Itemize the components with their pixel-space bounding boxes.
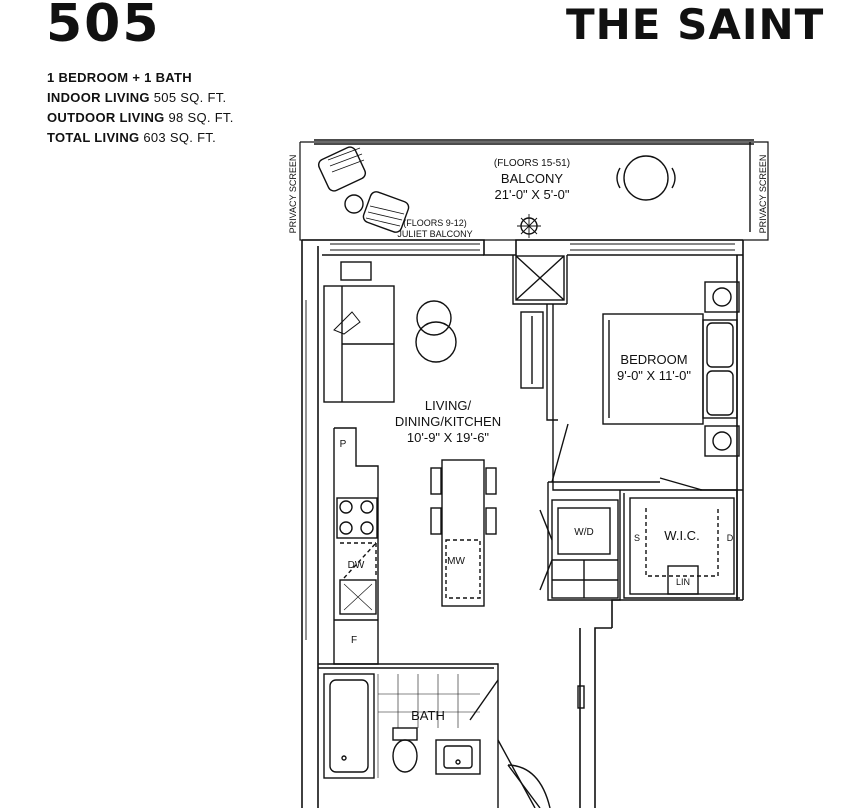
entry-door bbox=[507, 764, 541, 808]
interior-walls bbox=[318, 255, 743, 808]
indoor-living-spec: INDOOR LIVING 505 SQ. FT. bbox=[47, 90, 227, 105]
living-dims-label: 10'-9" X 19'-6" bbox=[407, 430, 490, 445]
balcony-table bbox=[616, 155, 676, 201]
juliet-balcony-label: JULIET BALCONY bbox=[397, 229, 472, 239]
drawer-label: D bbox=[727, 533, 734, 543]
entry-door-swing bbox=[507, 764, 551, 808]
balcony-floors-label: (FLOORS 15-51) bbox=[494, 158, 570, 169]
kitchen-island bbox=[430, 459, 497, 607]
bath-tile-grid bbox=[377, 674, 480, 778]
wd-label: W/D bbox=[574, 527, 593, 538]
bedroom-dims-label: 9'-0" X 11'-0" bbox=[617, 368, 691, 383]
pantry-label: P bbox=[340, 439, 347, 450]
kitchen-counter bbox=[333, 427, 379, 665]
outdoor-living-spec: OUTDOOR LIVING 98 SQ. FT. bbox=[47, 110, 234, 125]
plant-icon bbox=[517, 214, 541, 238]
toilet bbox=[392, 727, 418, 773]
total-living-spec: TOTAL LIVING 603 SQ. FT. bbox=[47, 130, 217, 145]
dishwasher-label: DW bbox=[348, 560, 365, 571]
fridge-label: F bbox=[351, 635, 357, 646]
bed-bath-spec: 1 BEDROOM + 1 BATH bbox=[47, 70, 192, 85]
shelf-label: S bbox=[634, 533, 640, 543]
lounge-chair-1 bbox=[317, 146, 367, 192]
laundry-closet bbox=[539, 499, 619, 599]
linen-label: LIN bbox=[676, 577, 690, 587]
windows bbox=[305, 243, 735, 640]
sofa bbox=[323, 285, 395, 403]
wic-label: W.I.C. bbox=[664, 528, 699, 543]
walk-in-closet bbox=[629, 497, 735, 595]
balcony-outline bbox=[299, 139, 769, 241]
media-console bbox=[340, 261, 372, 281]
bathtub bbox=[323, 673, 375, 779]
round-dining-table bbox=[415, 300, 457, 363]
balcony-name-label: BALCONY bbox=[501, 171, 563, 186]
brand-logo: THE SAINT bbox=[566, 0, 825, 49]
closet-box bbox=[515, 255, 565, 301]
balcony-dims-label: 21'-0" X 5'-0" bbox=[495, 187, 570, 202]
tv-unit bbox=[520, 311, 544, 389]
unit-number: 505 bbox=[46, 0, 161, 54]
unit-specs: 1 BEDROOM + 1 BATH INDOOR LIVING 505 SQ.… bbox=[47, 68, 234, 148]
juliet-floors-label: (FLOORS 9-12) bbox=[403, 218, 467, 228]
lounge-chair-2 bbox=[362, 191, 410, 233]
balcony-side-table bbox=[344, 194, 364, 214]
bath-label: BATH bbox=[411, 708, 445, 723]
entry-panel bbox=[577, 685, 585, 709]
privacy-screen-right-label: PRIVACY SCREEN bbox=[758, 155, 768, 234]
exterior-walls bbox=[301, 239, 744, 808]
bedroom-label: BEDROOM bbox=[620, 352, 687, 367]
living-label-line2: DINING/KITCHEN bbox=[395, 414, 501, 429]
microwave-label: MW bbox=[447, 556, 465, 567]
privacy-screen-left-label: PRIVACY SCREEN bbox=[288, 155, 298, 234]
vanity bbox=[435, 739, 481, 775]
bed bbox=[602, 281, 740, 457]
living-label-line1: LIVING/ bbox=[425, 398, 472, 413]
